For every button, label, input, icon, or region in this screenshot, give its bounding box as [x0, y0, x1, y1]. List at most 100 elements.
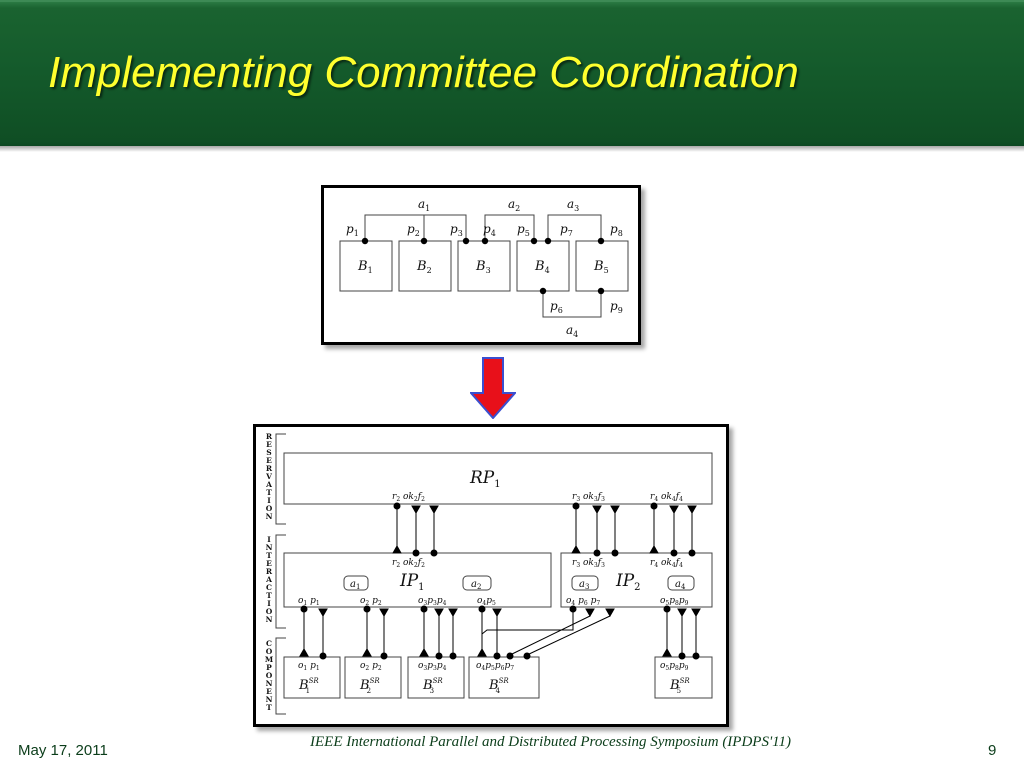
label-p1: p1 [346, 222, 359, 238]
label-a2: a2 [508, 197, 520, 213]
svg-text:O: O [266, 671, 273, 680]
connector-a1 [364, 214, 467, 241]
b4-ports: o4p5p6p7 [476, 661, 514, 672]
label-ip1: IP1 [399, 571, 425, 593]
port-p2-dot [420, 237, 428, 245]
b5-ports: o5p8p9 [660, 661, 689, 672]
slide-title: Implementing Committee Coordination [48, 48, 799, 97]
component-layer-bracket [275, 637, 286, 715]
label-tag-a2: a2 [471, 579, 481, 591]
port-p5-dot [530, 237, 538, 245]
title-bar-shadow [0, 146, 1024, 152]
label-p3: p3 [450, 222, 463, 238]
b1-ports: o1 p1 [298, 661, 320, 672]
connector-a2 [484, 214, 535, 241]
srbip-implementation-diagram: R E S E R V A T I O N I N T E R A C T I … [253, 424, 729, 727]
svg-text:T: T [266, 551, 272, 560]
bip-system-svg: a1 a2 a3 a4 p1 p2 p3 p4 p5 p6 p7 p8 p9 B… [339, 197, 629, 339]
svg-text:A: A [265, 480, 272, 489]
rp1-box [283, 452, 713, 505]
svg-text:N: N [266, 512, 273, 521]
label-a4: a4 [566, 323, 578, 339]
svg-text:T: T [266, 488, 272, 497]
port-p3-dot [462, 237, 470, 245]
srbip-implementation-svg: R E S E R V A T I O N I N T E R A C T I … [265, 432, 713, 715]
port-p4-dot [481, 237, 489, 245]
svg-text:O: O [266, 504, 273, 513]
label-p8: p8 [610, 222, 623, 238]
rp-ports-group-2: r3 ok3f3 [572, 492, 605, 503]
svg-text:R: R [266, 432, 273, 441]
interaction-layer-bracket [275, 534, 286, 629]
label-rp1: RP1 [469, 468, 501, 490]
reservation-layer-bracket [275, 433, 286, 525]
svg-text:V: V [265, 472, 272, 481]
label-p5: p5 [517, 222, 530, 238]
title-bar [0, 0, 1024, 146]
svg-text:N: N [266, 679, 273, 688]
port-p1-dot [361, 237, 369, 245]
svg-text:T: T [266, 591, 272, 600]
layer-labels: R E S E R V A T I O N I N T E R A C T I … [265, 432, 273, 712]
svg-text:I: I [267, 599, 271, 608]
label-b2: B2 [416, 259, 432, 275]
svg-text:P: P [266, 663, 272, 672]
label-b5: B5 [593, 259, 609, 275]
component-b1sr-box [283, 656, 341, 699]
svg-text:A: A [265, 575, 272, 584]
ip2-rp-ports-a: r3 ok3f3 [572, 558, 605, 569]
port-p7-dot [544, 237, 552, 245]
component-b2sr-box [344, 656, 402, 699]
label-b4: B4 [534, 259, 550, 275]
ip1-ports-o1p1: o1 p1 [298, 596, 320, 607]
label-a3: a3 [567, 197, 579, 213]
footer-date: May 17, 2011 [18, 742, 108, 759]
connector-a4 [542, 291, 602, 318]
svg-text:S: S [266, 448, 271, 457]
b2-ports: o2 p2 [360, 661, 382, 672]
rp-ports-group-3: r4 ok4f4 [650, 492, 683, 503]
svg-text:O: O [266, 647, 273, 656]
tag-a2 [462, 575, 492, 591]
ip1-ports-o2p2: o2 p2 [360, 596, 382, 607]
svg-text:I: I [267, 496, 271, 505]
label-b3: B3 [475, 259, 491, 275]
ip1-ports-o4p5: o4p5 [477, 596, 496, 607]
ip1-ports-o3p3p4: o3p3p4 [418, 596, 447, 607]
svg-text:I: I [267, 535, 271, 544]
label-b1: B1 [357, 259, 373, 275]
b3-ports: o3p3p4 [418, 661, 447, 672]
label-ip2: IP2 [615, 571, 641, 593]
svg-text:E: E [266, 687, 272, 696]
tag-a1 [343, 575, 369, 591]
connector-a3 [547, 214, 602, 241]
ip2-ports-o4p6p7: o4 p6 p7 [566, 596, 600, 607]
component-b4sr-box [468, 656, 540, 699]
svg-text:C: C [266, 639, 272, 648]
bip-system-diagram: a1 a2 a3 a4 p1 p2 p3 p4 p5 p6 p7 p8 p9 B… [321, 185, 641, 345]
svg-text:N: N [266, 695, 273, 704]
svg-text:N: N [266, 543, 273, 552]
svg-text:E: E [266, 559, 272, 568]
label-tag-a1: a1 [350, 579, 360, 591]
ip2-ports-o5p8p9: o5p8p9 [660, 596, 689, 607]
down-arrow-icon [468, 357, 518, 420]
rp-ports-group-1: r2 ok2f2 [392, 492, 425, 503]
label-p9: p9 [610, 299, 623, 315]
label-tag-a3: a3 [579, 579, 589, 591]
tag-a3 [571, 575, 599, 591]
page-number: 9 [988, 742, 997, 759]
label-a1: a1 [418, 197, 430, 213]
port-p6-dot [539, 287, 547, 295]
label-p2: p2 [407, 222, 420, 238]
ip-component-links [299, 605, 701, 660]
label-p6: p6 [550, 299, 563, 315]
svg-text:R: R [266, 464, 273, 473]
label-p7: p7 [560, 222, 573, 238]
ip2-box [560, 552, 713, 608]
svg-text:E: E [266, 440, 272, 449]
